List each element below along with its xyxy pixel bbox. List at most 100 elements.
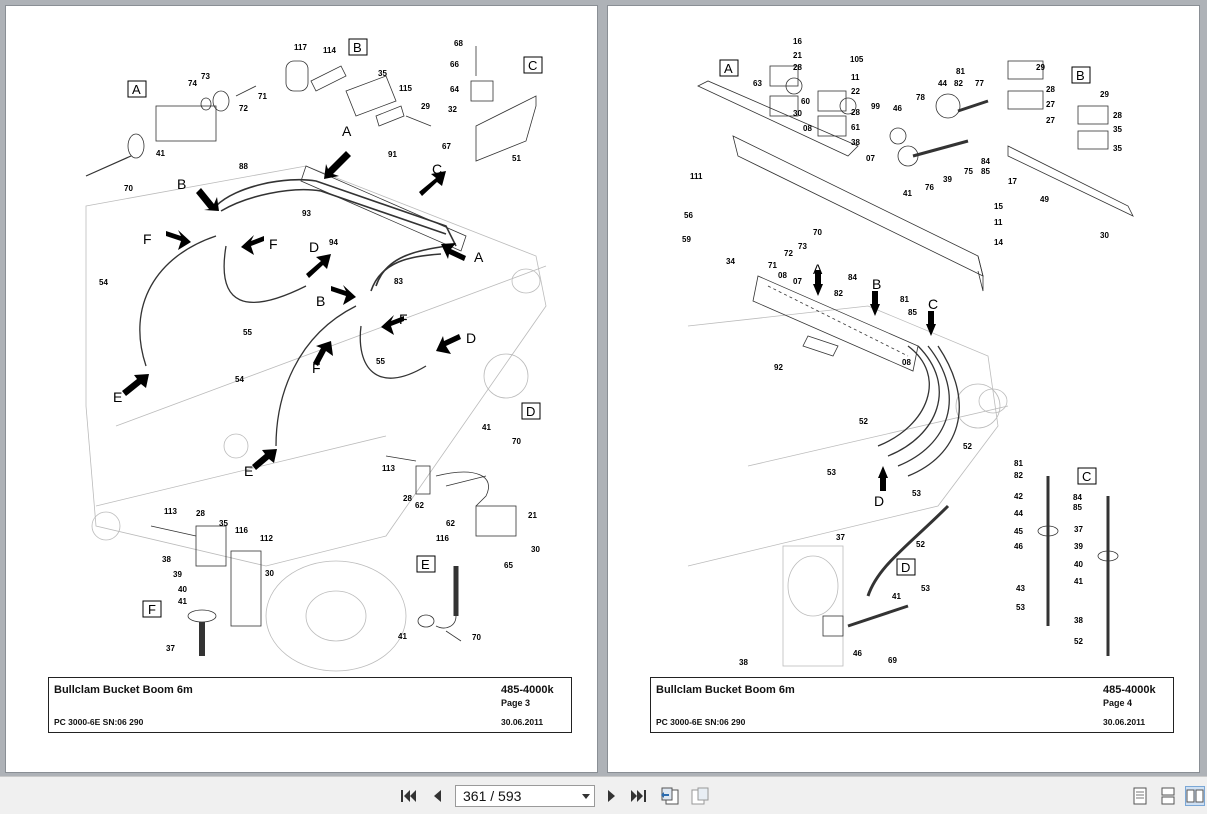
svg-text:B: B [353, 40, 362, 55]
svg-text:65: 65 [504, 561, 513, 570]
svg-text:44: 44 [1014, 509, 1023, 518]
svg-text:14: 14 [994, 238, 1003, 247]
svg-text:60: 60 [801, 97, 810, 106]
previous-page-button[interactable] [427, 786, 447, 806]
svg-text:70: 70 [512, 437, 521, 446]
svg-text:64: 64 [450, 85, 459, 94]
svg-text:46: 46 [853, 649, 862, 658]
svg-text:67: 67 [442, 142, 451, 151]
svg-text:D: D [526, 404, 535, 419]
svg-text:39: 39 [173, 570, 182, 579]
svg-text:49: 49 [1040, 195, 1049, 204]
svg-text:17: 17 [1008, 177, 1017, 186]
svg-text:52: 52 [1074, 637, 1083, 646]
svg-text:D: D [901, 560, 910, 575]
drawing-title: Bullclam Bucket Boom 6m [656, 684, 795, 696]
machine-model: PC 3000-6E SN:06 290 [54, 717, 144, 727]
svg-text:53: 53 [921, 584, 930, 593]
svg-text:A: A [342, 123, 352, 139]
svg-text:114: 114 [323, 46, 336, 55]
svg-text:78: 78 [916, 93, 925, 102]
single-page-view-button[interactable] [1130, 786, 1150, 806]
drawing-page-number: Page 3 [501, 698, 531, 708]
svg-text:38: 38 [739, 658, 748, 667]
svg-text:08: 08 [902, 358, 911, 367]
svg-text:D: D [309, 239, 319, 255]
svg-text:42: 42 [1014, 492, 1023, 501]
svg-text:A: A [132, 82, 141, 97]
last-page-button[interactable] [629, 786, 649, 806]
svg-text:93: 93 [302, 209, 311, 218]
svg-text:45: 45 [1014, 527, 1023, 536]
last-page-icon [631, 790, 646, 802]
svg-text:55: 55 [376, 357, 385, 366]
svg-text:30: 30 [1100, 231, 1109, 240]
svg-text:D: D [874, 493, 884, 509]
svg-text:53: 53 [912, 489, 921, 498]
chevron-down-icon [582, 794, 590, 799]
svg-text:E: E [421, 557, 430, 572]
svg-text:84: 84 [848, 273, 857, 282]
svg-text:21: 21 [528, 511, 537, 520]
svg-text:53: 53 [1016, 603, 1025, 612]
svg-text:51: 51 [512, 154, 521, 163]
svg-text:35: 35 [378, 69, 387, 78]
svg-text:112: 112 [260, 534, 273, 543]
svg-text:41: 41 [178, 597, 187, 606]
svg-text:66: 66 [450, 60, 459, 69]
svg-text:41: 41 [892, 592, 901, 601]
svg-text:62: 62 [415, 501, 424, 510]
svg-text:44: 44 [938, 79, 947, 88]
svg-text:73: 73 [798, 242, 807, 251]
back-view-icon [661, 787, 679, 805]
svg-text:54: 54 [99, 278, 108, 287]
svg-text:113: 113 [164, 507, 177, 516]
svg-text:E: E [244, 463, 253, 479]
forward-view-button[interactable] [690, 786, 710, 806]
facing-pages-view-button[interactable] [1185, 786, 1205, 806]
svg-text:46: 46 [893, 104, 902, 113]
drawing-date: 30.06.2011 [501, 717, 544, 727]
svg-text:08: 08 [778, 271, 787, 280]
svg-text:53: 53 [827, 468, 836, 477]
svg-text:63: 63 [753, 79, 762, 88]
svg-text:105: 105 [850, 55, 864, 64]
forward-view-icon [691, 787, 709, 805]
first-page-icon [401, 790, 416, 802]
svg-text:81: 81 [1014, 459, 1023, 468]
svg-text:F: F [312, 360, 321, 376]
svg-text:35: 35 [1113, 125, 1122, 134]
svg-text:28: 28 [1046, 85, 1055, 94]
svg-text:11: 11 [994, 218, 1003, 227]
svg-text:A: A [724, 61, 733, 76]
svg-text:72: 72 [784, 249, 793, 258]
svg-text:27: 27 [1046, 100, 1055, 109]
svg-text:B: B [1076, 68, 1085, 83]
svg-text:F: F [148, 602, 156, 617]
page-number-select[interactable]: 361 / 593 [455, 785, 595, 807]
svg-text:73: 73 [201, 72, 210, 81]
continuous-view-button[interactable] [1158, 786, 1178, 806]
svg-text:D: D [466, 330, 476, 346]
back-view-button[interactable] [660, 786, 680, 806]
svg-text:28: 28 [851, 108, 860, 117]
svg-text:39: 39 [1074, 542, 1083, 551]
svg-text:40: 40 [178, 585, 187, 594]
svg-text:116: 116 [436, 534, 449, 543]
first-page-button[interactable] [398, 786, 418, 806]
svg-text:70: 70 [124, 184, 133, 193]
title-block: Bullclam Bucket Boom 6m 485-4000k Page 3… [48, 677, 572, 733]
svg-text:41: 41 [482, 423, 491, 432]
next-page-button[interactable] [602, 786, 622, 806]
svg-text:A: A [813, 261, 823, 277]
svg-text:27: 27 [1046, 116, 1055, 125]
svg-text:84: 84 [1073, 493, 1082, 502]
svg-text:62: 62 [446, 519, 455, 528]
svg-text:92: 92 [774, 363, 783, 372]
svg-text:72: 72 [239, 104, 248, 113]
svg-text:85: 85 [981, 167, 990, 176]
svg-text:F: F [269, 236, 278, 252]
svg-text:43: 43 [1016, 584, 1025, 593]
